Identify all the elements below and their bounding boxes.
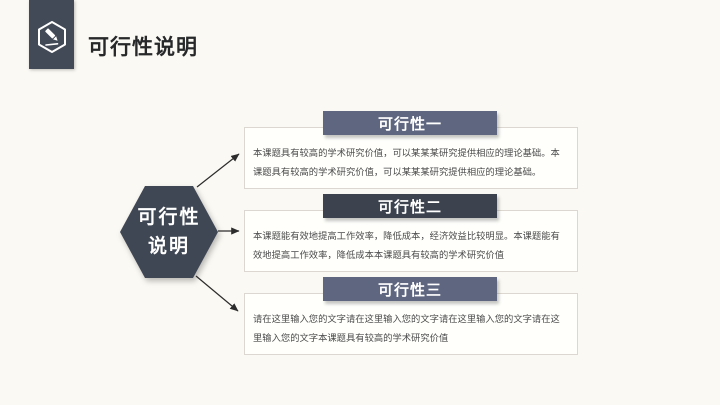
hexagon-shape [120,186,218,278]
feasibility-box-1: 可行性一 本课题具有较高的学术研究价值，可以某某某研究提供相应的理论基础。本课题… [244,111,578,189]
feasibility-box-1-header: 可行性一 [323,111,497,135]
arrow-to-box3 [195,275,239,312]
hexagon-label-line2: 说明 [147,236,190,257]
hexagon-node: 可行性 说明 [120,186,218,278]
feasibility-box-2: 可行性二 本课题能有效地提高工作效率，降低成本，经济效益比较明显。本课题能有效地… [244,194,578,272]
feasibility-box-1-body: 本课题具有较高的学术研究价值，可以某某某研究提供相应的理论基础。本课题具有较高的… [244,127,578,189]
hexagon-label: 可行性 说明 [120,186,218,278]
title-badge [29,0,74,69]
page-title: 可行性说明 [88,36,198,59]
hexagon-label-line1: 可行性 [137,207,201,228]
feasibility-box-3-body: 请在这里输入您的文字请在这里输入您的文字请在这里输入您的文字请在这里输入您的文字… [244,293,578,355]
pencil-hexagon-icon [34,19,70,60]
feasibility-box-3-header: 可行性三 [323,277,497,301]
feasibility-box-2-body: 本课题能有效地提高工作效率，降低成本，经济效益比较明显。本课题能有效地提高工作效… [244,210,578,272]
feasibility-box-3: 可行性三 请在这里输入您的文字请在这里输入您的文字请在这里输入您的文字请在这里输… [244,277,578,355]
feasibility-box-2-header: 可行性二 [323,194,497,218]
arrow-to-box1 [196,153,240,188]
